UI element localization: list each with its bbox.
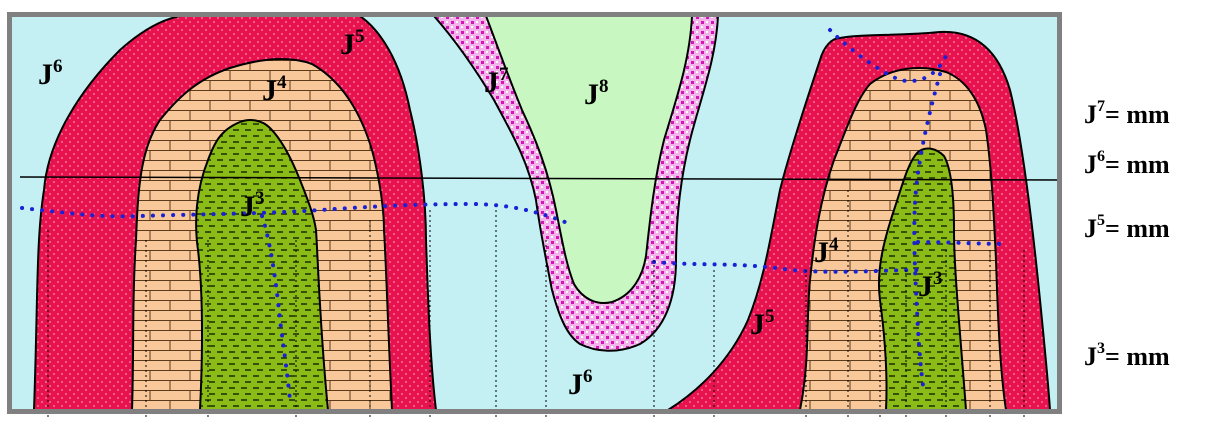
label-j4-left: J4 xyxy=(262,72,287,107)
dotted-route-left xyxy=(20,201,572,226)
legend-row-j3: J3= mm xyxy=(1084,340,1170,372)
legend-row-j7: J7= mm xyxy=(1084,98,1170,130)
j8-center-core xyxy=(484,16,694,304)
legend-j6-sup: 6 xyxy=(1097,148,1105,165)
legend-j5-sup: 5 xyxy=(1097,212,1105,229)
label-j6-top-left: J6 xyxy=(38,56,63,91)
dotted-route-right xyxy=(652,260,922,274)
legend-row-j6: J6= mm xyxy=(1084,148,1170,180)
dotted-route-right-top xyxy=(828,28,948,83)
dotted-route-right-branch xyxy=(916,240,1010,246)
legend-j5-base: J xyxy=(1084,214,1097,243)
dotted-route-right-vertical xyxy=(912,72,942,394)
legend-j3-sup: 3 xyxy=(1097,340,1105,357)
horizontal-profile-line xyxy=(19,176,1061,181)
label-j8-center: J8 xyxy=(584,76,609,111)
label-j6-bottom: J6 xyxy=(568,366,593,401)
legend-j7-value: = mm xyxy=(1105,100,1170,129)
map-frame xyxy=(7,12,1062,414)
legend-row-j5: J5= mm xyxy=(1084,212,1170,244)
legend-j6-base: J xyxy=(1084,150,1097,179)
legend-j3-base: J xyxy=(1084,342,1097,371)
vertical-section-lines xyxy=(47,190,1025,420)
legend-j5-value: = mm xyxy=(1105,214,1170,243)
legend-j6-value: = mm xyxy=(1105,150,1170,179)
legend-j7-sup: 7 xyxy=(1097,98,1105,115)
label-j5-right: J5 xyxy=(750,306,775,341)
label-j3-right: J3 xyxy=(918,268,943,303)
j3-left-core xyxy=(195,119,330,410)
legend-j7-base: J xyxy=(1084,100,1097,129)
dotted-route-left-branch xyxy=(260,214,292,402)
legend-j3-value: = mm xyxy=(1105,342,1170,371)
label-j5-top-left: J5 xyxy=(340,26,365,61)
label-j7-center: J7 xyxy=(484,64,509,99)
label-j4-right: J4 xyxy=(814,234,839,269)
label-j3-left: J3 xyxy=(240,188,265,223)
